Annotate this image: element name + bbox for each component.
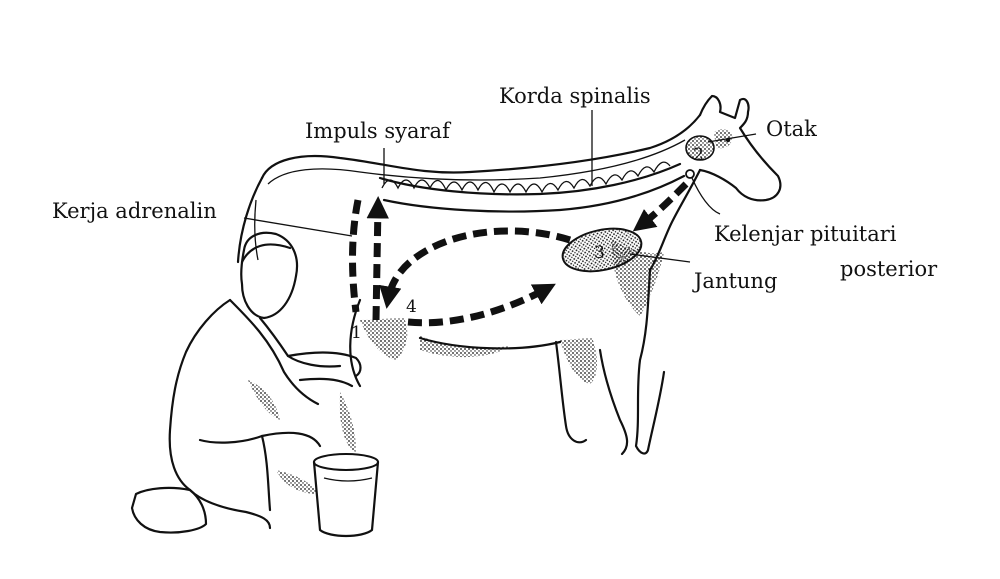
milker-figure <box>130 231 362 534</box>
pathway-arrows <box>349 181 689 327</box>
adrenaline-leader <box>243 217 353 237</box>
heart-to-udder-arrow <box>379 227 572 309</box>
pituitary-leader <box>691 177 721 215</box>
label-nerve-impulse: Impuls syaraf <box>305 119 452 143</box>
heart-leader <box>629 253 691 263</box>
milk-bucket <box>312 453 380 538</box>
step-1: 1 <box>351 323 362 343</box>
leader-lines <box>243 110 757 263</box>
brain-to-heart-arrow <box>632 181 689 232</box>
pituitary-gland-shape <box>685 169 695 179</box>
adrenaline-arrow <box>349 199 362 313</box>
label-pituitary-posterior: posterior <box>840 257 938 281</box>
label-heart: Jantung <box>692 269 777 293</box>
label-adrenaline: Kerja adrenalin <box>52 199 217 223</box>
udder-to-heart-arrow <box>407 283 556 327</box>
heart-shape <box>561 227 643 273</box>
spinal-cord <box>378 161 686 213</box>
nerve-impulse-arrow <box>366 196 389 321</box>
step-3: 3 <box>594 243 605 263</box>
step-2: 2 <box>693 145 704 165</box>
label-spinal-cord: Korda spinalis <box>499 84 651 108</box>
label-pituitary: Kelenjar pituitari <box>714 222 897 246</box>
label-brain: Otak <box>766 117 817 141</box>
step-4: 4 <box>406 297 417 317</box>
brain-shape <box>685 135 715 161</box>
brain-leader <box>707 133 757 143</box>
